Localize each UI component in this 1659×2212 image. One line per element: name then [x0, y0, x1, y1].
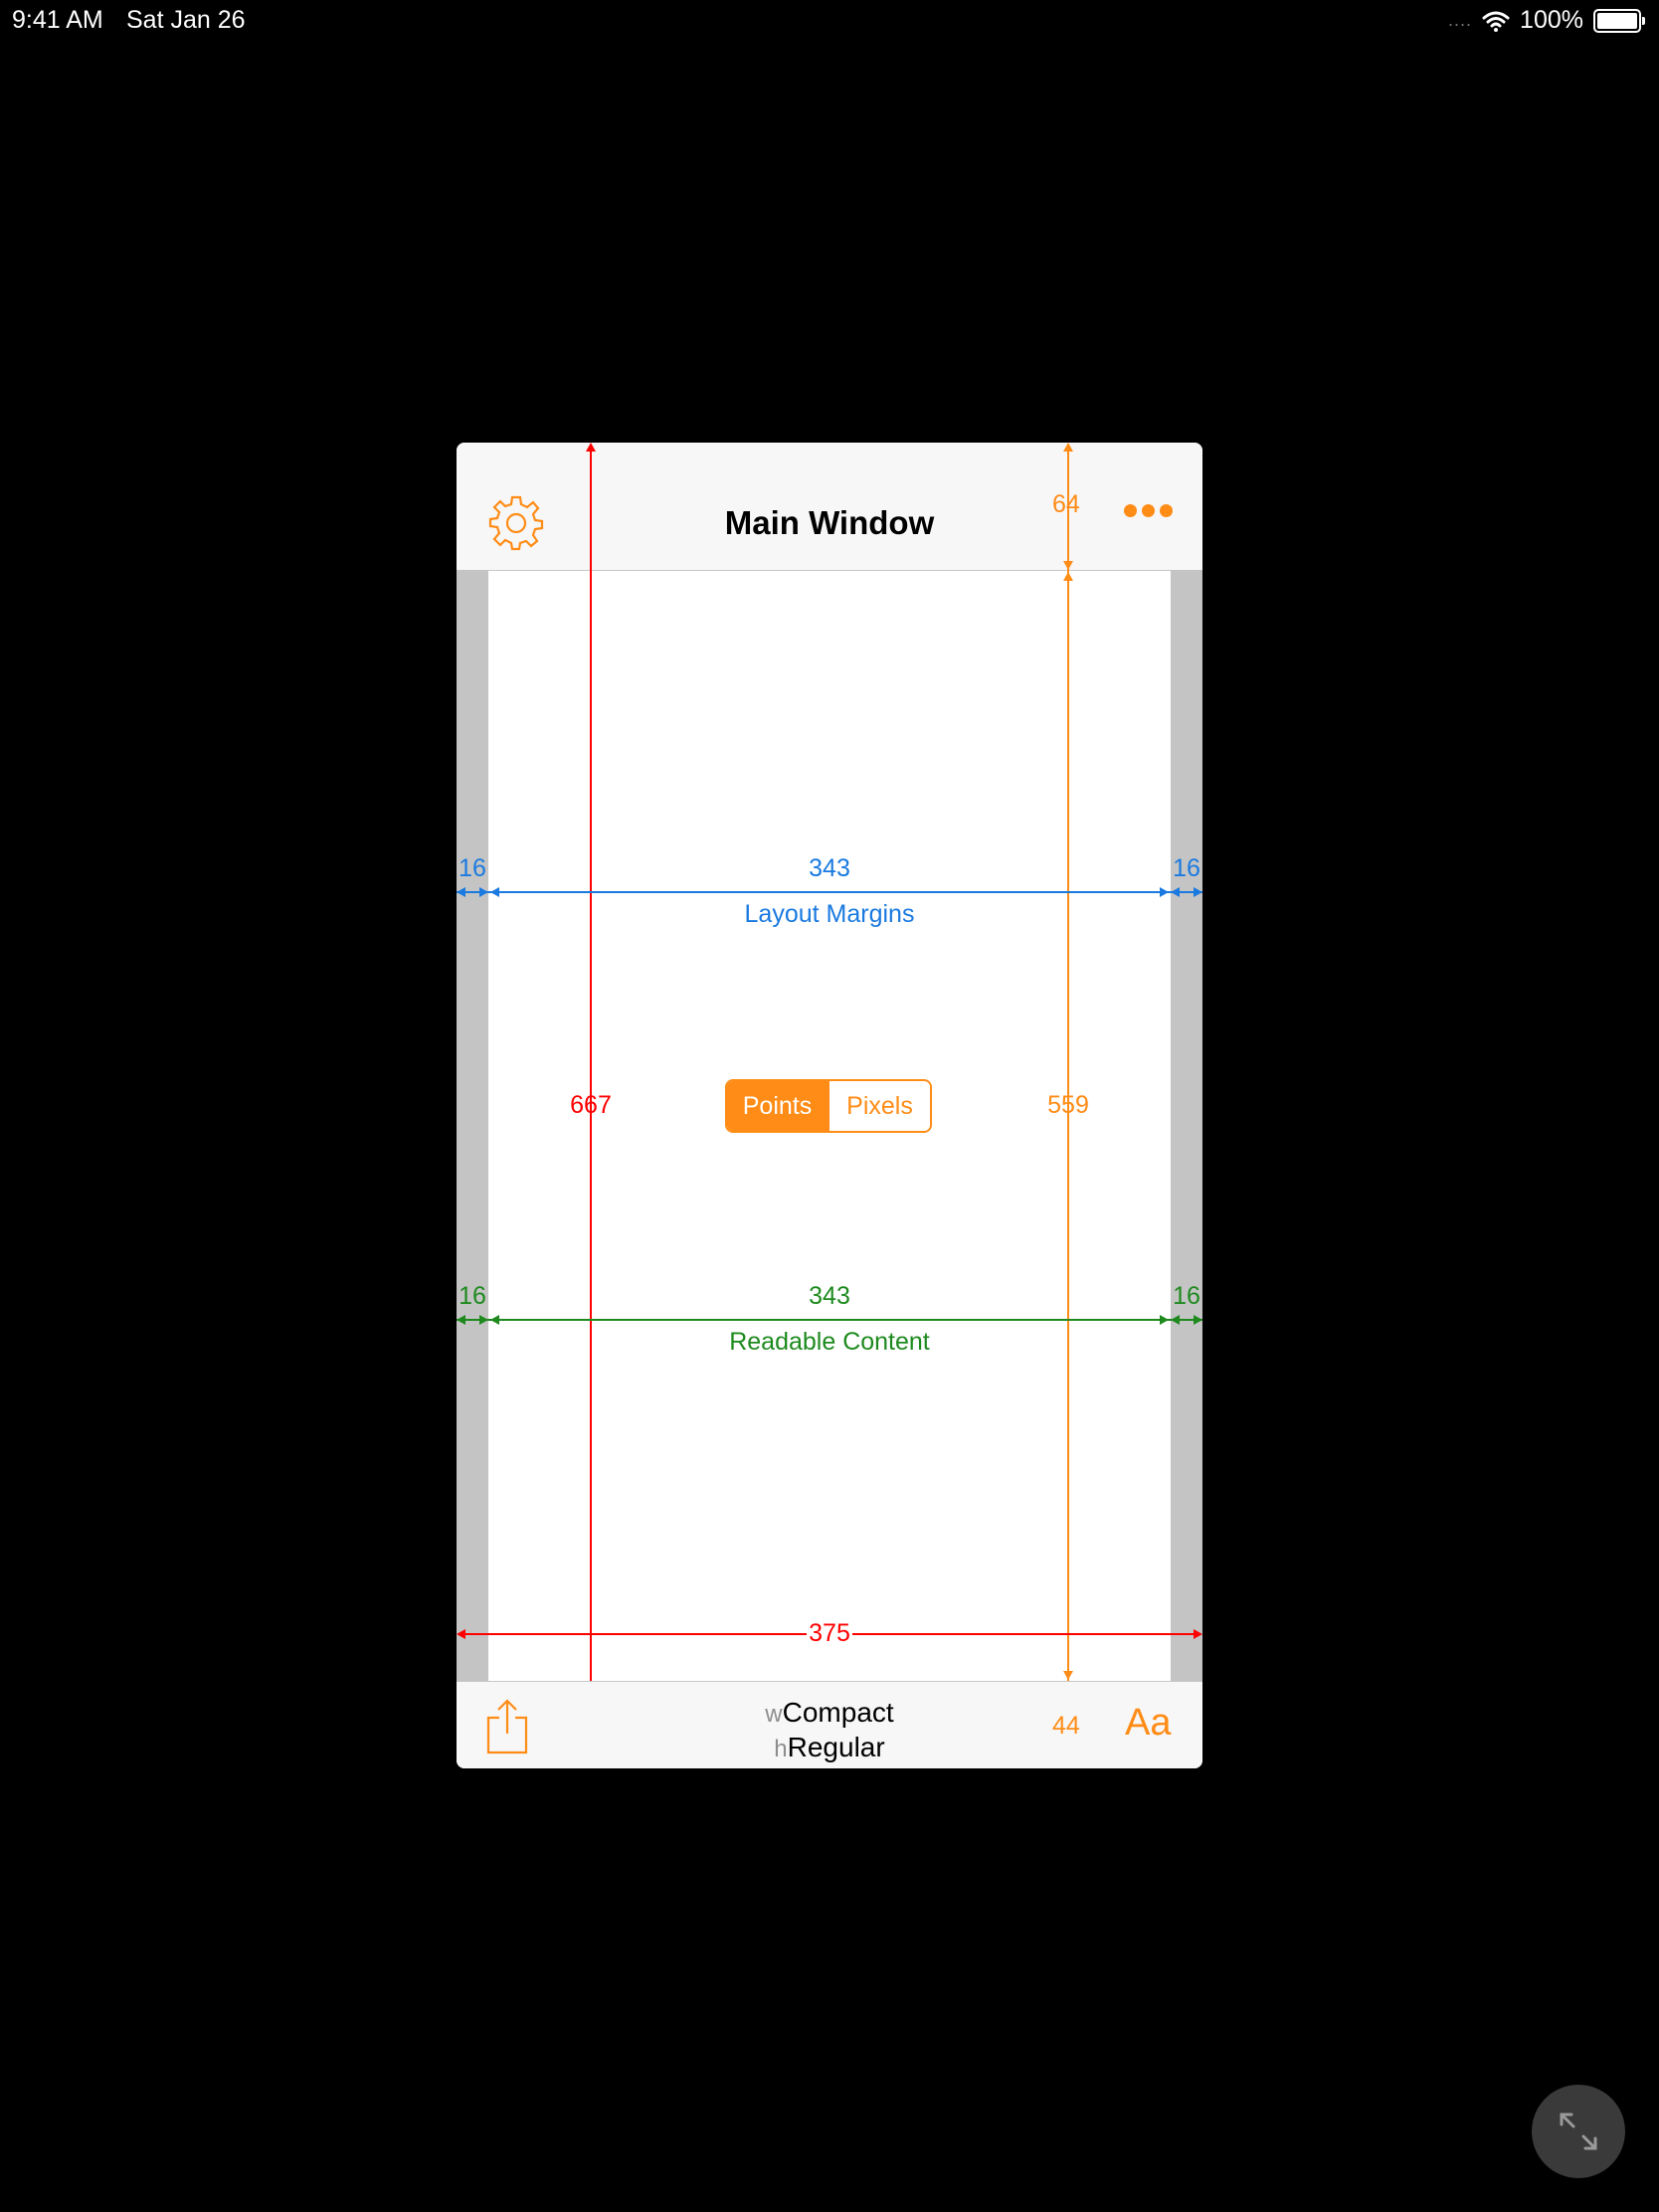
readable-right-label: 16 — [1173, 1282, 1200, 1310]
content-height-label: 559 — [1047, 1091, 1089, 1119]
status-bar: 9:41 AM Sat Jan 26 .... 100% — [0, 0, 1659, 40]
right-margin-region — [1171, 570, 1202, 1681]
share-icon[interactable] — [484, 1698, 530, 1755]
wifi-icon — [1482, 11, 1510, 32]
layout-margin-width-label: 343 — [809, 854, 850, 882]
page-title: Main Window — [724, 504, 935, 541]
width-prefix: w — [765, 1701, 783, 1728]
width-size-class: Compact — [782, 1697, 894, 1728]
screen-width-label: 375 — [809, 1619, 850, 1647]
left-margin-region — [457, 570, 488, 1681]
ellipsis-icon[interactable] — [1124, 504, 1173, 517]
segment-pixels[interactable]: Pixels — [828, 1081, 930, 1131]
status-date: Sat Jan 26 — [126, 6, 246, 34]
battery-percent: 100% — [1520, 6, 1583, 34]
cellular-signal-icon: .... — [1448, 10, 1473, 30]
status-time: 9:41 AM — [12, 6, 103, 34]
readable-left-label: 16 — [459, 1282, 486, 1310]
readable-width-label: 343 — [809, 1282, 850, 1310]
gear-icon[interactable] — [486, 493, 546, 553]
font-settings-button[interactable]: Aa — [1125, 1702, 1172, 1744]
status-right: .... 100% — [1448, 6, 1645, 35]
expand-arrows-icon — [1560, 2113, 1597, 2150]
battery-icon — [1593, 8, 1645, 33]
height-prefix: h — [774, 1736, 788, 1762]
height-size-class: Regular — [787, 1732, 885, 1762]
nav-height-label: 64 — [1052, 490, 1080, 518]
layout-margin-right-label: 16 — [1173, 854, 1200, 882]
readable-content-caption: Readable Content — [729, 1328, 930, 1356]
size-class-label: wCompact hRegular — [457, 1696, 1202, 1765]
toolbar-height-label: 44 — [1052, 1712, 1080, 1740]
bottom-toolbar: wCompact hRegular 44 Aa — [457, 1681, 1202, 1768]
layout-margin-left-label: 16 — [459, 854, 486, 882]
segment-points[interactable]: Points — [727, 1081, 828, 1131]
navigation-bar: Main Window — [457, 443, 1202, 571]
layout-margins-caption: Layout Margins — [744, 900, 915, 928]
device-window: Main Window — [457, 443, 1202, 1768]
fullscreen-button[interactable] — [1532, 2085, 1625, 2178]
screen-height-label: 667 — [570, 1091, 612, 1119]
units-segmented-control[interactable]: Points Pixels — [725, 1079, 932, 1133]
